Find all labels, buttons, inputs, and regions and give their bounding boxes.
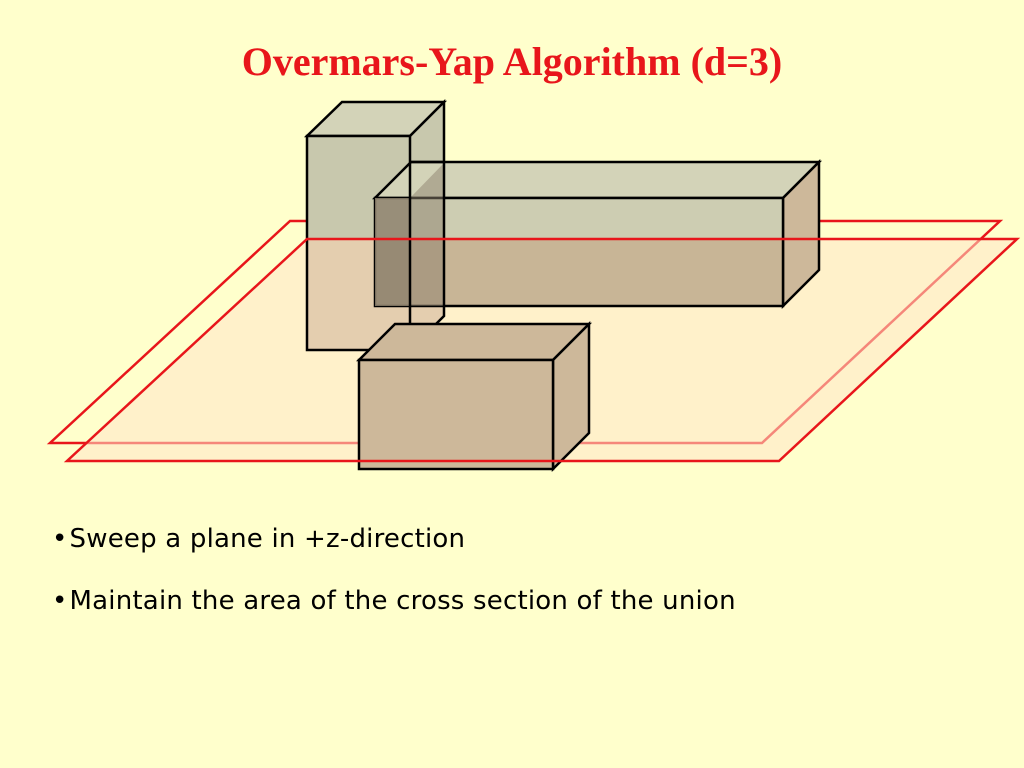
bullet-item: Maintain the area of the cross section o… (52, 580, 736, 622)
small-box-front (357, 358, 555, 471)
slide-title: Overmars-Yap Algorithm (d=3) (241, 39, 783, 84)
bullet-item: Sweep a plane in +z-direction (52, 518, 736, 560)
small-box-top (355, 322, 593, 362)
bullet-list: Sweep a plane in +z-direction Maintain t… (52, 518, 736, 642)
tall-box-front-outline (305, 134, 412, 352)
overlap-region (375, 198, 410, 306)
overlap-side-region (410, 163, 444, 306)
sweep-plane-front (63, 237, 1021, 463)
